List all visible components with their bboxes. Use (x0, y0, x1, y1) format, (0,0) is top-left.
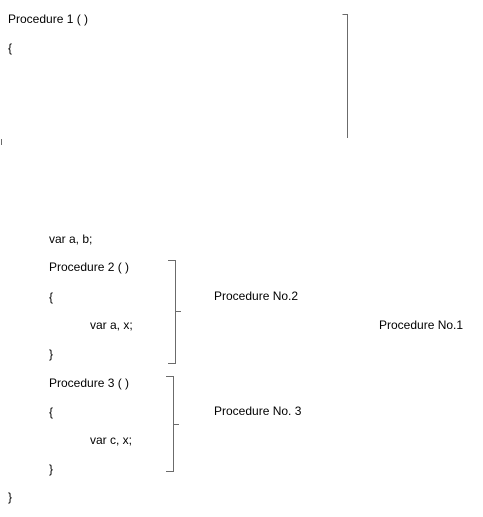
procedure-1-bracket (342, 14, 348, 138)
procedure-2-var-declaration: var a, x; (90, 318, 133, 332)
procedure-3-open-brace: { (49, 405, 54, 419)
outer-var-declaration: var a, b; (49, 232, 93, 246)
procedure-2-open-brace: { (49, 290, 54, 304)
outer-close-brace: } (8, 490, 13, 504)
label-procedure-no3: Procedure No. 3 (214, 404, 302, 418)
procedure-2-close-brace: } (49, 347, 54, 361)
label-procedure-no2: Procedure No.2 (214, 289, 299, 303)
procedure-3-close-brace: } (49, 462, 54, 476)
label-procedure-no1: Procedure No.1 (379, 318, 464, 332)
outer-open-brace: { (8, 41, 13, 55)
procedure-3-bracket (166, 376, 179, 472)
procedure-2-bracket (168, 260, 181, 364)
procedure-2-header: Procedure 2 ( ) (49, 260, 130, 274)
procedure-3-header: Procedure 3 ( ) (49, 376, 130, 390)
outer-procedure-header: Procedure 1 ( ) (8, 12, 89, 26)
procedure-3-var-declaration: var c, x; (90, 433, 133, 447)
